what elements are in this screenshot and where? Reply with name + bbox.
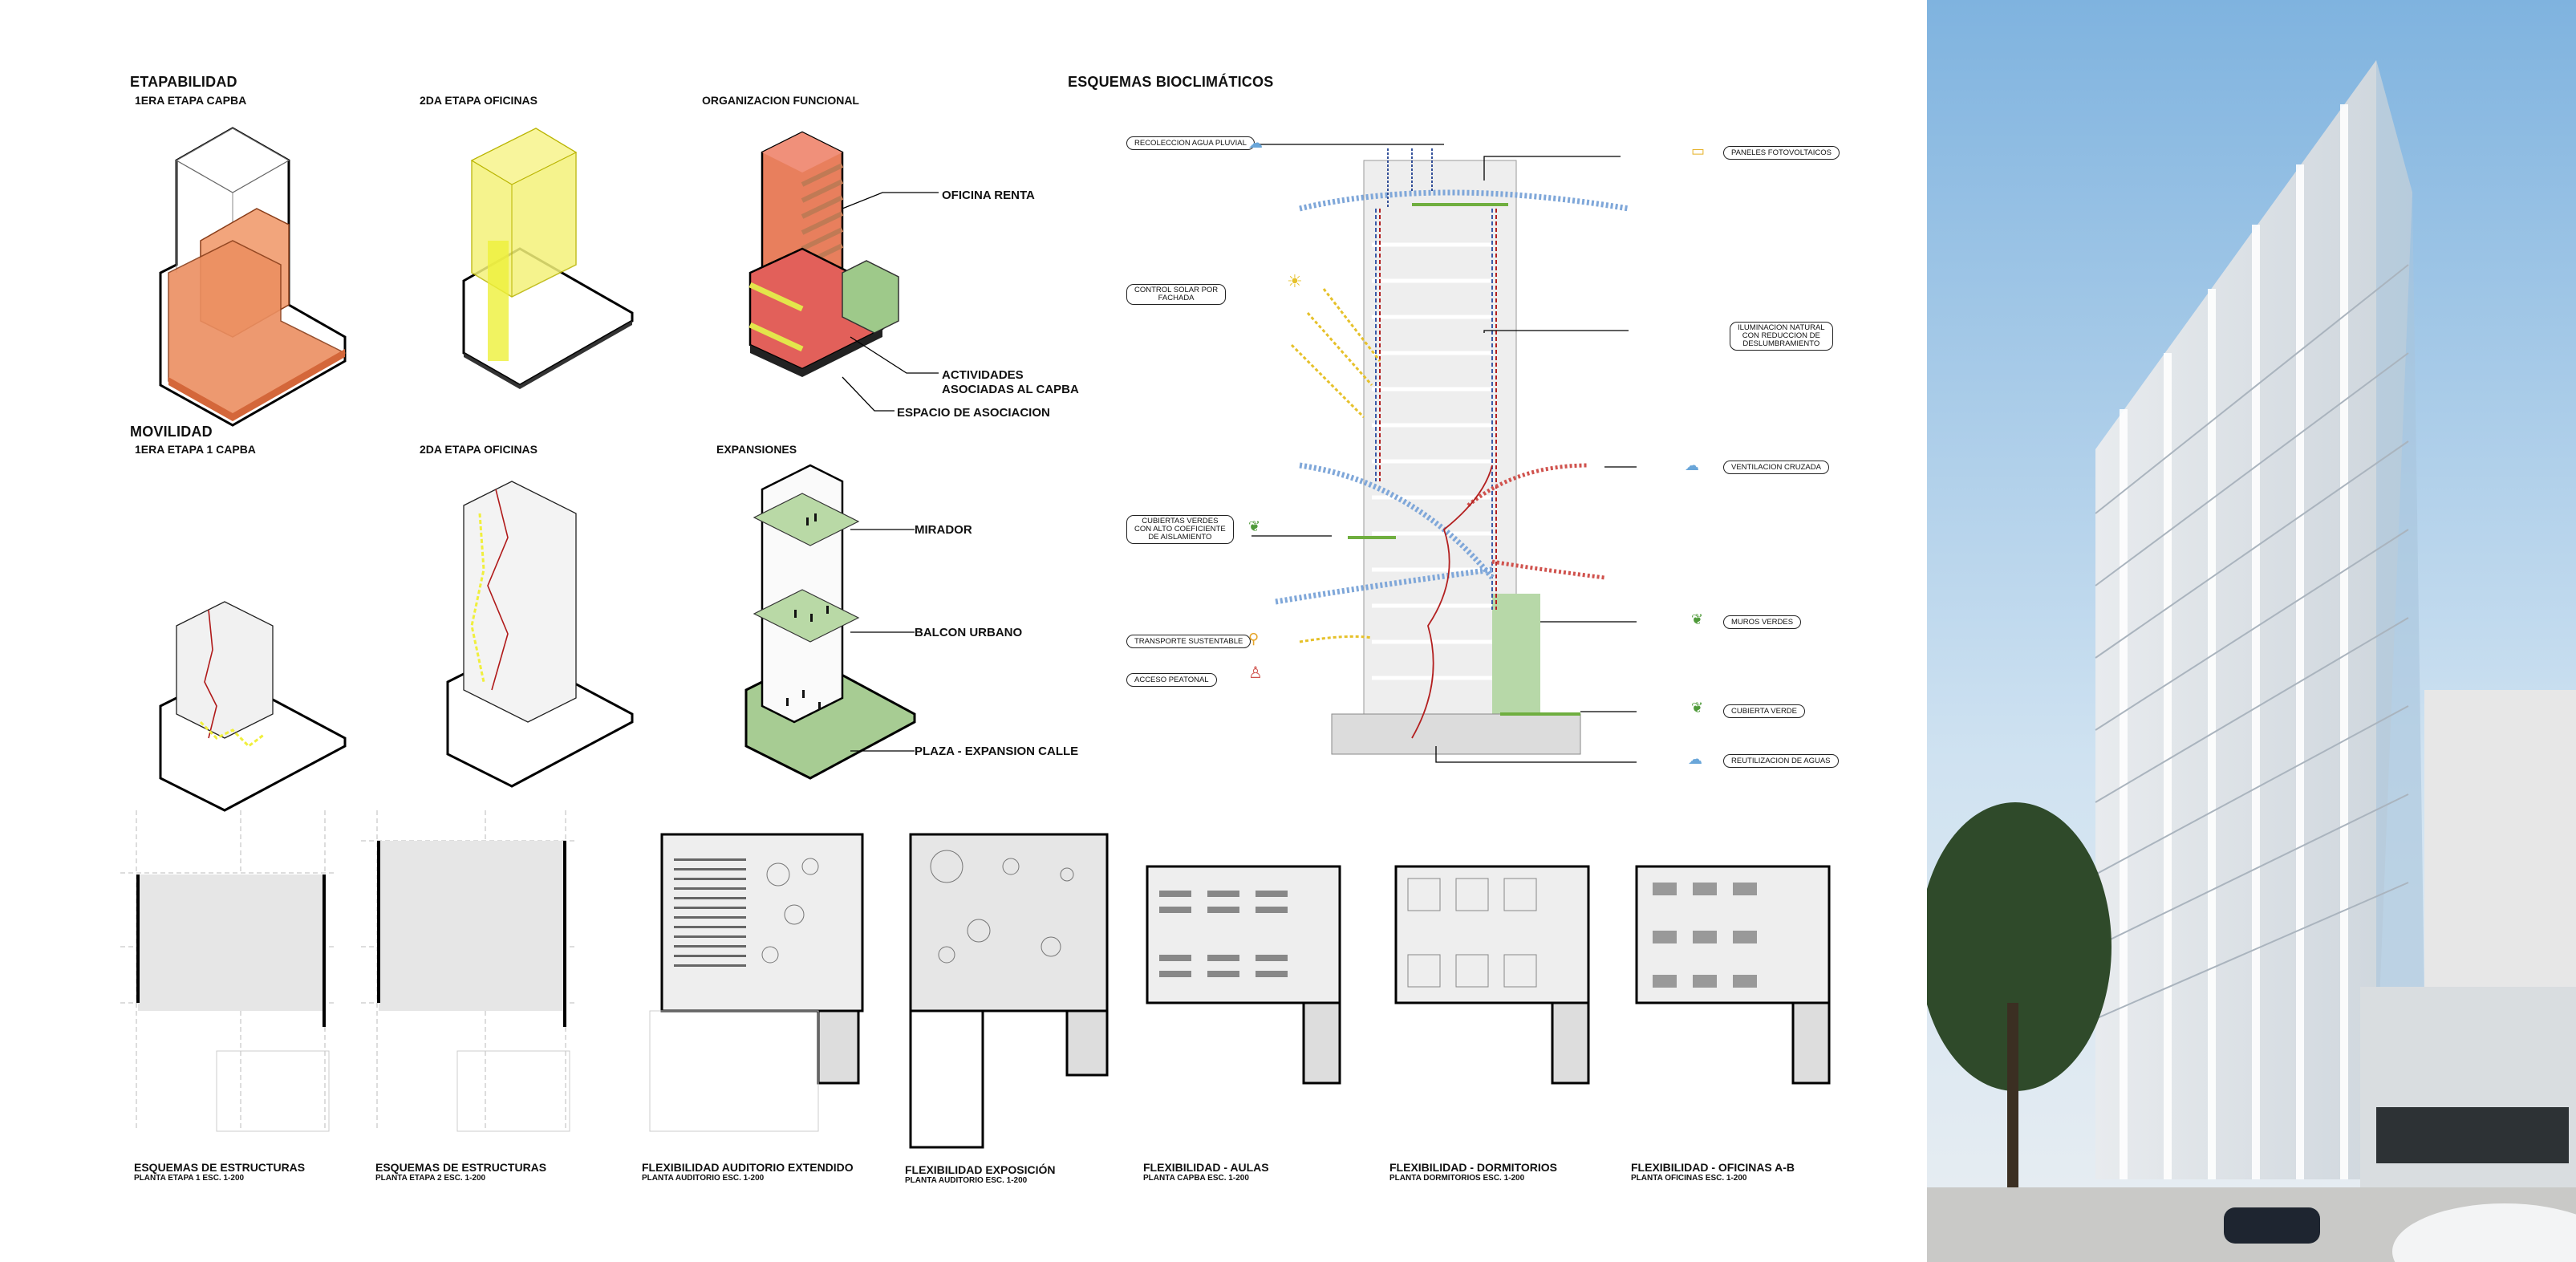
tag-ventilacion: VENTILACION CRUZADA (1723, 461, 1829, 474)
leaf-green-icon: ❦ (1691, 700, 1704, 716)
rain-cloud-icon: ☁ (1248, 135, 1263, 151)
tag-ilum-line3: DESLUMBRAMIENTO (1742, 339, 1820, 348)
label-oficina-renta: OFICINA RENTA (942, 189, 1035, 202)
tag-recoleccion: RECOLECCION AGUA PLUVIAL (1126, 136, 1255, 150)
plan-caption-3-sub: PLANTA AUDITORIO ESC. 1-200 (642, 1174, 765, 1183)
plan-caption-1-title: ESQUEMAS DE ESTRUCTURAS (134, 1161, 306, 1174)
tag-control-solar-line2: FACHADA (1158, 294, 1195, 302)
axo-etapa2-diagram (462, 128, 634, 389)
axo-etapa1-diagram (159, 127, 347, 427)
plan-caption-5-sub: PLANTA CAPBA ESC. 1-200 (1143, 1174, 1249, 1183)
plan-caption-3-title: FLEXIBILIDAD AUDITORIO EXTENDIDO (642, 1161, 854, 1174)
subtitle-movilidad-2: 2DA ETAPA OFICINAS (420, 443, 538, 456)
plan-aulas (1146, 865, 1341, 1085)
tag-cubiertas-line1: CUBIERTAS VERDES (1142, 517, 1219, 525)
plan-caption-4-title: FLEXIBILIDAD EXPOSICIÓN (905, 1163, 1056, 1176)
plan-caption-6-sub: PLANTA DORMITORIOS ESC. 1-200 (1389, 1174, 1525, 1183)
plan-caption-6-title: FLEXIBILIDAD - DORMITORIOS (1389, 1161, 1557, 1174)
plan-dormitorios (1394, 865, 1590, 1085)
tag-muros-verdes: MUROS VERDES (1723, 615, 1802, 629)
pedestrian-icon: ♙ (1248, 664, 1263, 682)
plan-caption-7-title: FLEXIBILIDAD - OFICINAS A-B (1631, 1161, 1795, 1174)
exp-leader-lines (850, 529, 915, 752)
solar-panel-icon: ▭ (1691, 143, 1706, 159)
tag-ilum-line2: CON REDUCCION DE (1742, 331, 1820, 340)
plan-caption-7-sub: PLANTA OFICINAS ESC. 1-200 (1631, 1174, 1747, 1183)
tag-cubiertas-line3: DE AISLAMIENTO (1148, 533, 1212, 542)
section-title-etapabilidad: ETAPABILIDAD (130, 74, 237, 90)
org-leader-lines (842, 192, 939, 412)
tag-reutilizacion: REUTILIZACION DE AGUAS (1723, 754, 1839, 768)
axo-organizacion-diagram (748, 131, 899, 377)
plan-estructura-etapa2 (361, 810, 578, 1132)
plan-estructura-etapa1 (120, 810, 337, 1132)
plan-oficinas (1635, 865, 1831, 1085)
label-espacio-asociacion: ESPACIO DE ASOCIACION (897, 406, 1050, 420)
plan-auditorio-extendido (649, 833, 864, 1132)
label-balcon-urbano: BALCON URBANO (915, 626, 1023, 639)
subtitle-organizacion: ORGANIZACION FUNCIONAL (702, 94, 859, 107)
axo-expansiones-diagram (744, 464, 916, 780)
plan-caption-2-sub: PLANTA ETAPA 2 ESC. 1-200 (375, 1174, 486, 1183)
tag-acceso-peatonal: ACCESO PEATONAL (1126, 673, 1217, 687)
subtitle-etapa1: 1ERA ETAPA CAPBA (135, 94, 247, 107)
tag-cubiertas-line2: CON ALTO COEFICIENTE (1134, 525, 1226, 534)
tag-control-solar-line1: CONTROL SOLAR POR (1134, 286, 1219, 294)
label-plaza-expansion: PLAZA - EXPANSION CALLE (915, 745, 1079, 758)
axo-movilidad1-diagram (159, 601, 347, 812)
section-title-movilidad: MOVILIDAD (130, 424, 213, 440)
leaf-icon: ❦ (1248, 518, 1261, 534)
axo-movilidad2-diagram (446, 481, 634, 788)
sun-icon: ☀ (1287, 271, 1303, 291)
label-actividades: ACTIVIDADES (942, 368, 1024, 382)
subtitle-movilidad-1: 1ERA ETAPA 1 CAPBA (135, 443, 256, 456)
tag-ilum-line1: ILUMINACION NATURAL (1738, 323, 1825, 332)
tag-transporte: TRANSPORTE SUSTENTABLE (1126, 635, 1251, 648)
label-asociadas-capba: ASOCIADAS AL CAPBA (942, 383, 1079, 396)
subtitle-etapa2: 2DA ETAPA OFICINAS (420, 94, 538, 107)
plan-caption-2-title: ESQUEMAS DE ESTRUCTURAS (375, 1161, 547, 1174)
tag-paneles: PANELES FOTOVOLTAICOS (1723, 146, 1840, 160)
wind-icon: ☁ (1685, 457, 1699, 473)
bicycle-icon: ⚲ (1248, 631, 1260, 647)
plan-caption-4-sub: PLANTA AUDITORIO ESC. 1-200 (905, 1176, 1028, 1185)
water-cloud-icon: ☁ (1688, 751, 1702, 767)
plan-caption-5-title: FLEXIBILIDAD - AULAS (1143, 1161, 1269, 1174)
tag-cubierta-verde: CUBIERTA VERDE (1723, 704, 1806, 718)
bioclimatic-section-drawing (1251, 144, 1637, 763)
label-mirador: MIRADOR (915, 523, 972, 537)
plan-exposicion (909, 833, 1109, 1149)
plan-caption-1-sub: PLANTA ETAPA 1 ESC. 1-200 (134, 1174, 245, 1183)
subtitle-expansiones: EXPANSIONES (716, 443, 797, 456)
section-title-bioclimaticos: ESQUEMAS BIOCLIMÁTICOS (1068, 74, 1274, 90)
building-render-image (1927, 0, 2576, 1262)
plant-icon: ❦ (1691, 611, 1704, 627)
